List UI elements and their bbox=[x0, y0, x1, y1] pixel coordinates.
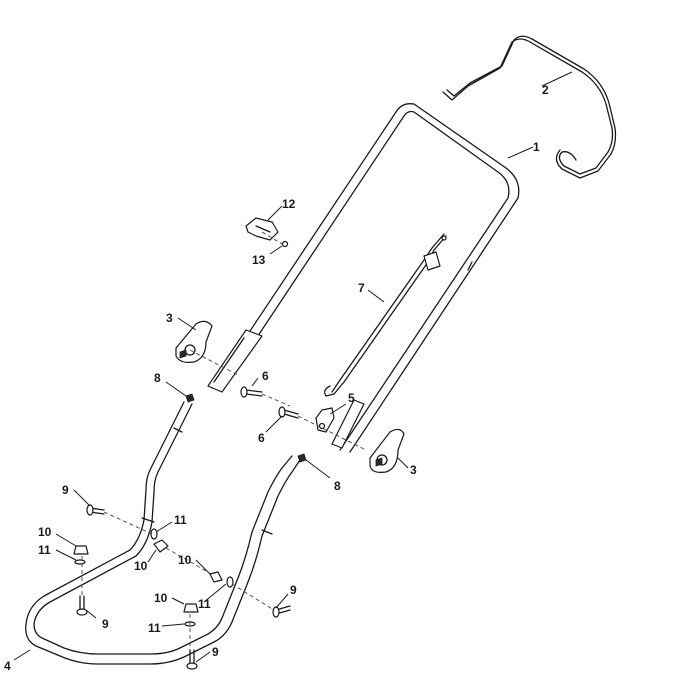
callout-7: 7 bbox=[358, 281, 365, 295]
part-3-clamp-lever-left bbox=[175, 320, 213, 363]
callout-8a: 8 bbox=[154, 371, 161, 385]
part-6-bolt-right bbox=[278, 406, 299, 419]
callout-2: 2 bbox=[542, 83, 549, 97]
callout-9b: 9 bbox=[290, 583, 297, 597]
callout-10c: 10 bbox=[178, 553, 192, 567]
callout-10a: 10 bbox=[38, 525, 52, 539]
part-5-cable-bracket bbox=[315, 407, 335, 433]
callout-13: 13 bbox=[252, 253, 266, 267]
callout-9c: 9 bbox=[102, 617, 109, 631]
callout-8b: 8 bbox=[334, 479, 341, 493]
part-12-cable-clip bbox=[245, 217, 279, 241]
part-9-bolt-b bbox=[272, 605, 291, 618]
part-9-bolt-d bbox=[186, 649, 198, 670]
part-2-control-bail bbox=[442, 35, 617, 179]
part-4-lower-handle bbox=[25, 401, 301, 665]
part-9-bolt-c bbox=[76, 595, 88, 616]
part-10-nut-c bbox=[209, 571, 223, 583]
part-11-washer-a bbox=[74, 559, 86, 565]
part-6-bolt-left bbox=[240, 386, 263, 398]
callout-6a: 6 bbox=[262, 369, 269, 383]
part-8-plug-left bbox=[185, 393, 195, 403]
part-3-clamp-lever-right bbox=[369, 428, 405, 473]
callout-4: 4 bbox=[4, 659, 11, 673]
callout-12: 12 bbox=[282, 197, 296, 211]
callout-1: 1 bbox=[533, 140, 540, 154]
part-9-bolt-a bbox=[86, 504, 105, 516]
part-11-washer-c bbox=[226, 576, 234, 588]
callout-6b: 6 bbox=[258, 431, 265, 445]
callout-11a: 11 bbox=[38, 543, 51, 557]
callout-9a: 9 bbox=[62, 483, 69, 497]
part-13-screw bbox=[281, 240, 289, 248]
callout-5: 5 bbox=[348, 391, 355, 405]
leader-lines bbox=[13, 71, 573, 663]
part-10-nut-d bbox=[183, 603, 199, 613]
callout-3a: 3 bbox=[166, 311, 173, 325]
callout-10d: 10 bbox=[154, 591, 168, 605]
callout-10b: 10 bbox=[134, 559, 148, 573]
callout-11c: 11 bbox=[198, 597, 211, 611]
callout-11b: 11 bbox=[174, 513, 187, 527]
part-10-nut-b bbox=[153, 539, 169, 553]
callout-3b: 3 bbox=[410, 463, 417, 477]
callout-9d: 9 bbox=[212, 645, 219, 659]
callout-11d: 11 bbox=[148, 621, 161, 635]
part-1-upper-handle bbox=[207, 103, 520, 453]
part-7-control-cable bbox=[324, 233, 447, 397]
assembly-lines bbox=[81, 231, 367, 650]
callouts: 1 2 3 3 4 5 6 6 7 8 8 9 9 9 9 10 10 10 1… bbox=[4, 83, 549, 673]
part-10-nut-a bbox=[73, 545, 89, 555]
